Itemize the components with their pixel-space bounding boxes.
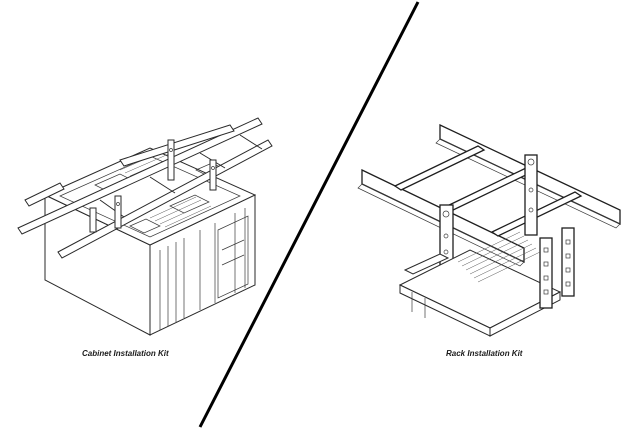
rack-installation-kit-illustration	[357, 123, 621, 337]
cabinet-installation-kit-illustration	[17, 117, 273, 336]
side-panel-lines	[159, 208, 246, 330]
ladder-rack-frame	[357, 123, 621, 267]
cabinet	[43, 147, 257, 336]
caption-cabinet-installation-kit: Cabinet Installation Kit	[82, 349, 169, 358]
caption-rack-installation-kit: Rack Installation Kit	[446, 349, 523, 358]
cable-channel-slats	[457, 231, 541, 283]
ladder-rack-rails	[17, 117, 273, 259]
equipment-rack	[398, 227, 575, 337]
mounting-brackets	[89, 139, 217, 233]
upright-holes	[543, 239, 571, 295]
panel-divider-line	[198, 1, 420, 428]
